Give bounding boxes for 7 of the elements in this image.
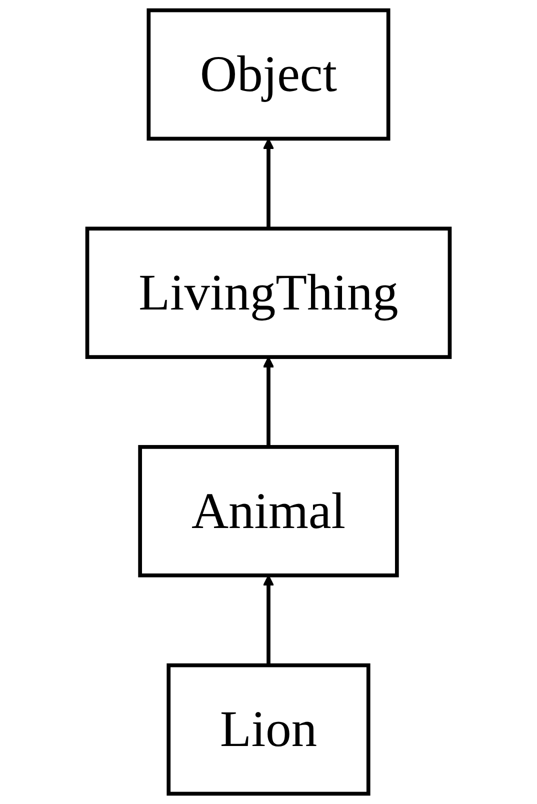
node-box: Object: [146, 8, 390, 141]
arrow: [262, 356, 274, 447]
arrow: [262, 138, 274, 229]
node-box: Lion: [166, 663, 370, 796]
node-box: Animal: [138, 445, 399, 578]
arrow: [262, 574, 274, 666]
node-box: LivingThing: [85, 226, 452, 359]
